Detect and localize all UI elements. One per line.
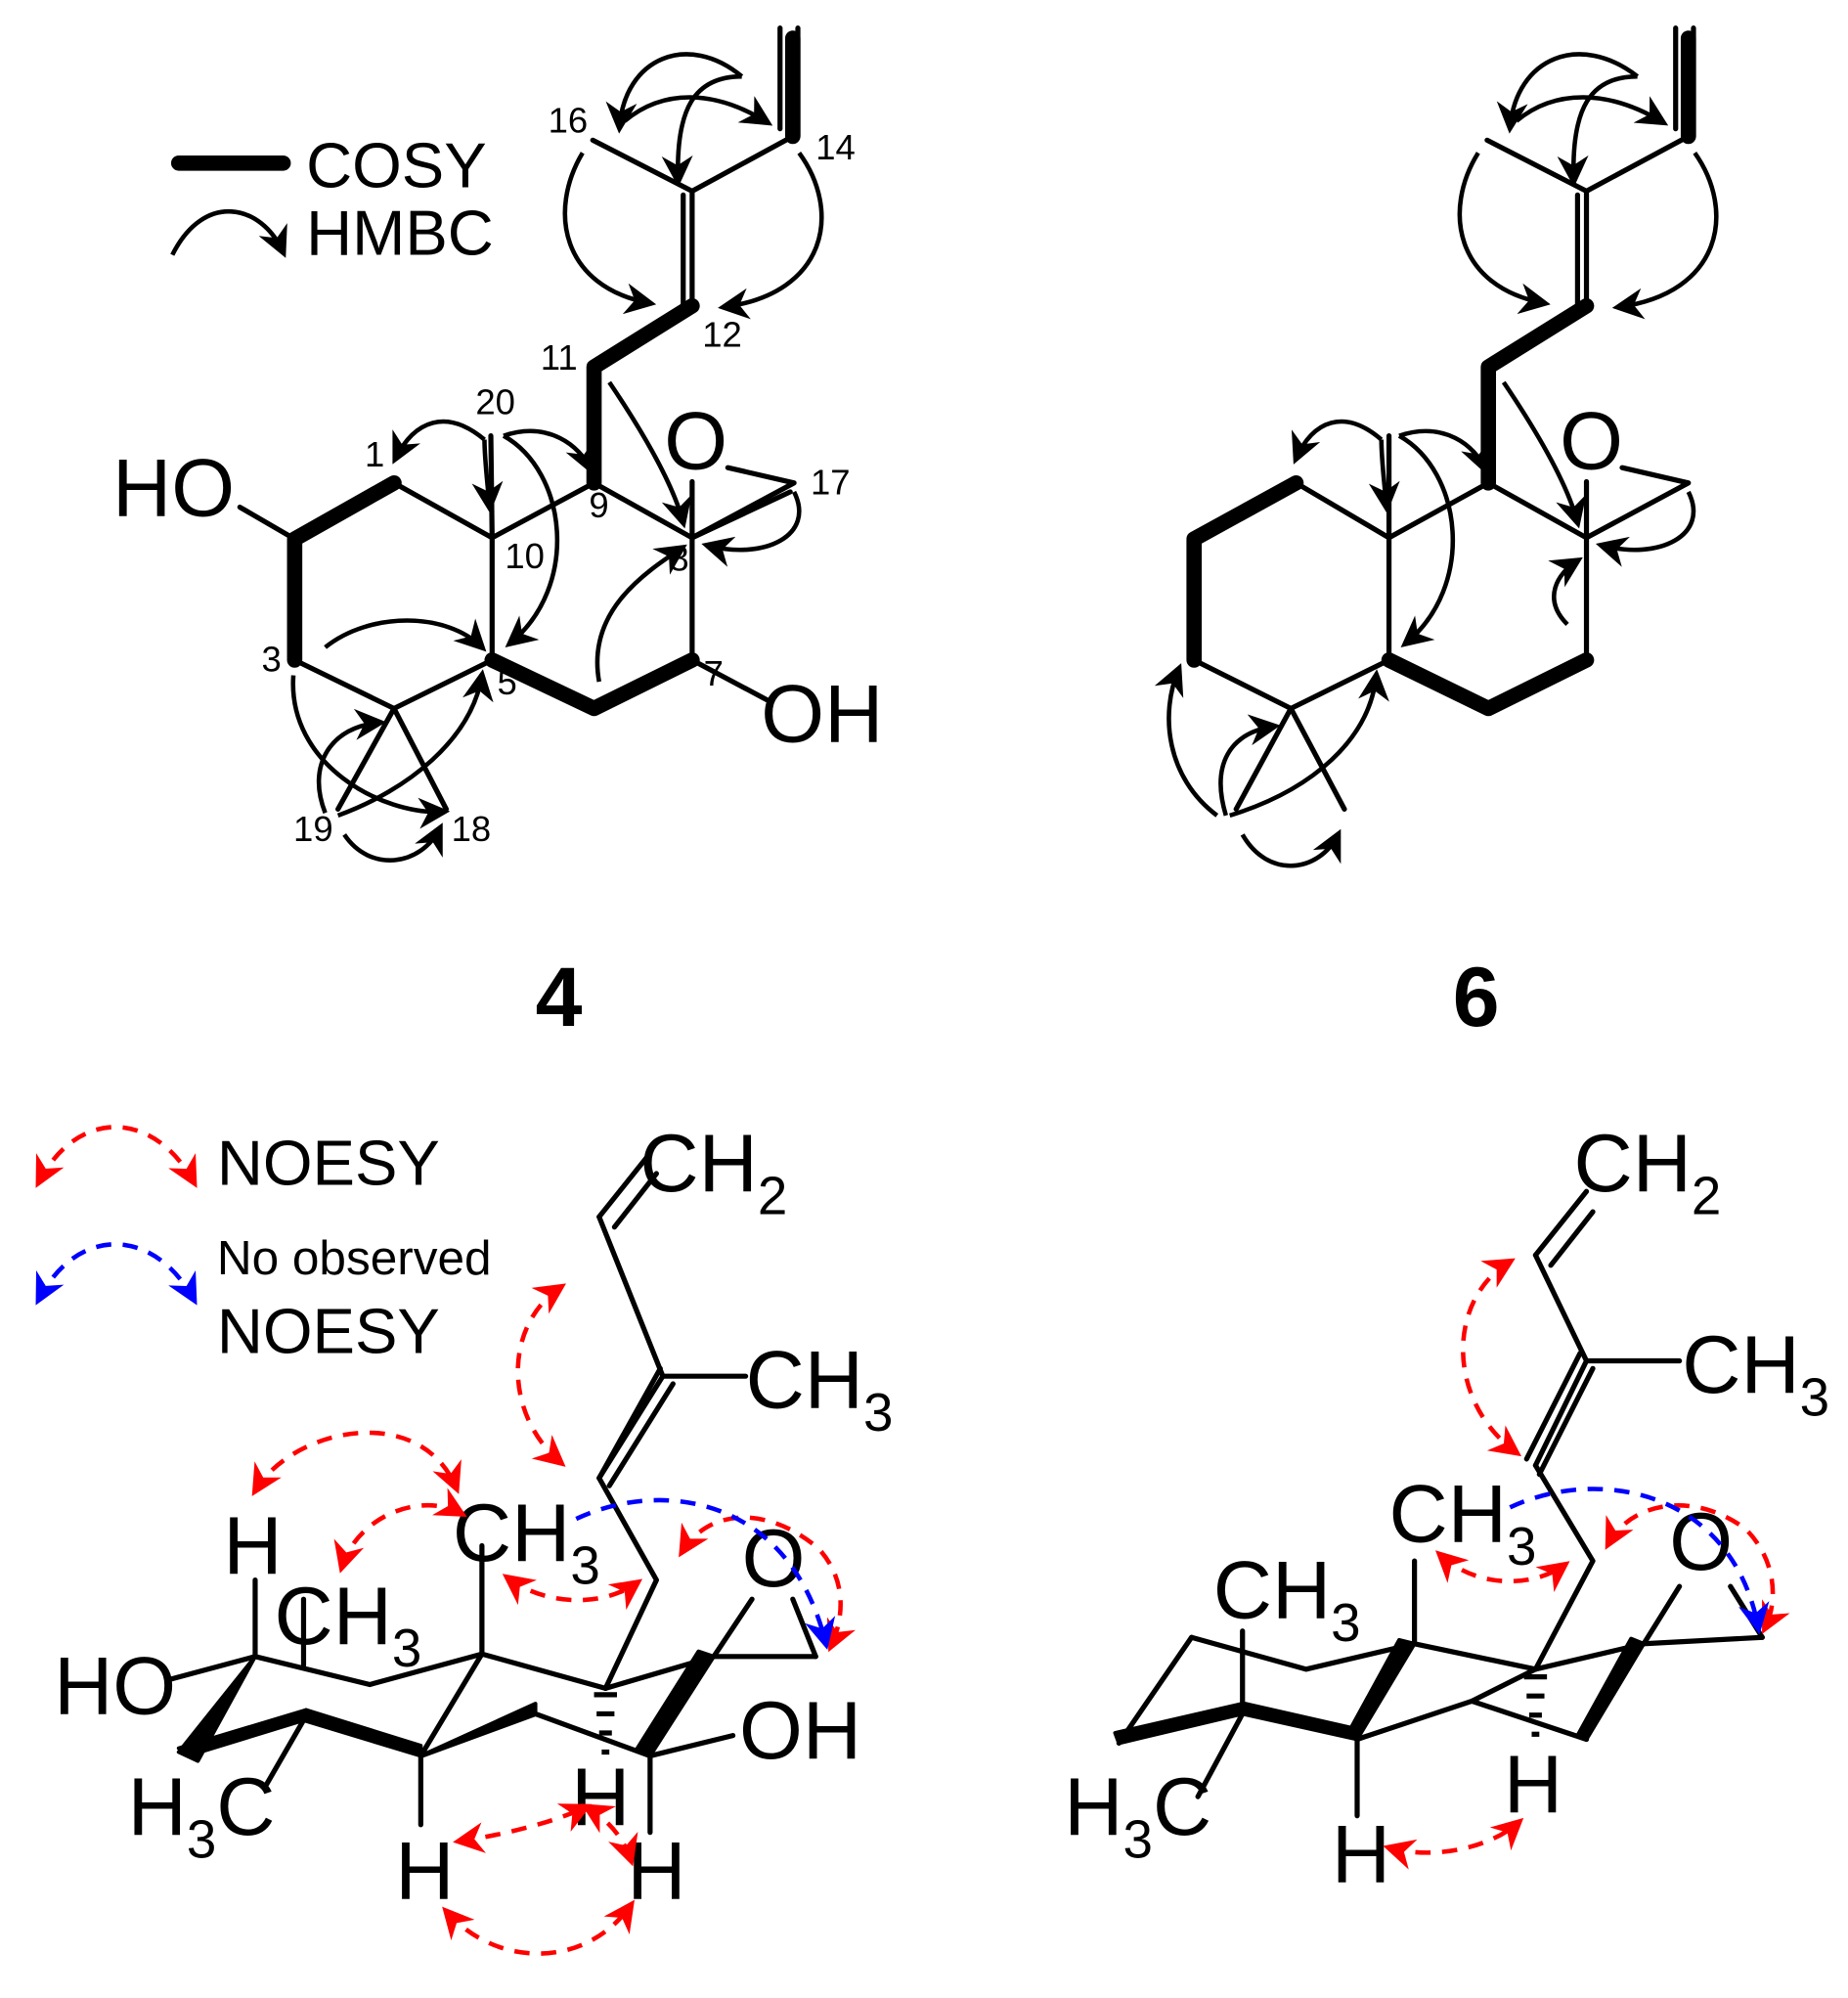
compound-6-structure: O 6 (1154, 25, 1719, 1044)
c4-num-17: 17 (811, 463, 851, 503)
conf4-oxygen: O (742, 1513, 806, 1604)
conf6-h3c: H3C (1064, 1761, 1211, 1869)
legend-cosy-label: COSY (306, 130, 487, 201)
conf4-h-right: H (627, 1825, 685, 1916)
conf4-ch2: CH2 (639, 1118, 787, 1225)
conf4-ho: HO (54, 1640, 176, 1731)
c4-num-20: 20 (475, 381, 515, 422)
conformer-4-noesy (251, 1283, 856, 1956)
c4-oh-right: OH (761, 668, 883, 759)
c4-num-8: 8 (669, 539, 688, 579)
conf6-ch2: CH2 (1573, 1118, 1721, 1225)
conformer-4-structure: CH2 CH3 CH3 CH3 H3C HO OH O H H H H (54, 1118, 894, 1956)
c6-epoxide-oxygen: O (1560, 395, 1623, 486)
conf4-h3c: H3C (128, 1761, 276, 1869)
c4-num-3: 3 (261, 640, 281, 680)
conformer-6-hashes (1523, 1674, 1548, 1737)
conf4-ch3-mid: CH3 (275, 1571, 422, 1678)
c4-oh-left: HO (112, 443, 235, 534)
c4-num-1: 1 (365, 434, 384, 474)
conformer-6-bonds (1116, 1188, 1765, 1819)
legend-no-observed-arrow (35, 1242, 198, 1306)
conf4-oh: OH (739, 1685, 861, 1776)
conf4-ch3-side: CH3 (746, 1335, 894, 1443)
legend-noesy-arrow (35, 1125, 198, 1188)
compound-4-label: 4 (536, 951, 583, 1044)
c4-num-10: 10 (505, 536, 545, 576)
compound-6-hmbc-arrows (1154, 52, 1719, 868)
compound-4-structure: HO OH O 1 3 5 7 8 9 10 11 12 14 16 17 18… (112, 25, 883, 1044)
conf4-h-top: H (223, 1500, 282, 1591)
conf6-ch3-mid: CH3 (1213, 1545, 1361, 1653)
c4-num-7: 7 (704, 653, 724, 693)
legend-noesy-label: NOESY (217, 1128, 440, 1199)
compound-6-cosy-bonds (1186, 30, 1696, 717)
conf4-ch3-top: CH3 (453, 1487, 600, 1595)
conformer-4-hashes (594, 1692, 617, 1755)
conf4-h-left: H (395, 1825, 454, 1916)
c4-epoxide-oxygen: O (664, 395, 727, 486)
c4-num-16: 16 (549, 101, 589, 141)
conf6-h-left: H (1332, 1808, 1390, 1899)
c4-num-18: 18 (452, 809, 492, 849)
conformer-6-noesy (1383, 1258, 1790, 1870)
compound-4-hmbc-arrows (290, 52, 824, 863)
conformer-4-wedges (176, 1649, 716, 1763)
conf4-h-mid: H (571, 1752, 630, 1843)
c4-num-11: 11 (541, 337, 578, 377)
c4-num-14: 14 (815, 127, 856, 167)
compound-4-bonds (237, 25, 801, 812)
conf6-h-mid: H (1504, 1739, 1562, 1830)
c4-num-5: 5 (498, 662, 517, 702)
compound-4-labels: HO OH O 1 3 5 7 8 9 10 11 12 14 16 17 18… (112, 101, 883, 849)
legend-no-observed-line1: No observed (217, 1231, 492, 1285)
conf6-ch3-top: CH3 (1389, 1469, 1537, 1576)
conformer-6-structure: CH2 CH3 CH3 CH3 H3C O H H (1064, 1118, 1829, 1899)
legend-hmbc-arrow (170, 209, 287, 258)
legend-no-observed-line2: NOESY (217, 1296, 440, 1367)
compound-6-label: 6 (1453, 951, 1500, 1044)
legend-top: COSY HMBC (170, 130, 494, 269)
conformer-6-labels: CH2 CH3 CH3 CH3 H3C O H H (1064, 1118, 1829, 1899)
c4-num-9: 9 (589, 485, 608, 525)
legend-bottom: NOESY No observed NOESY (35, 1125, 492, 1367)
conformer-6-wedges (1113, 1636, 1647, 1746)
c4-num-19: 19 (293, 809, 333, 849)
legend-hmbc-label: HMBC (306, 198, 494, 269)
conf6-ch3-side: CH3 (1682, 1319, 1829, 1427)
c4-num-12: 12 (702, 314, 742, 354)
compound-4-cosy-bonds (286, 30, 801, 717)
